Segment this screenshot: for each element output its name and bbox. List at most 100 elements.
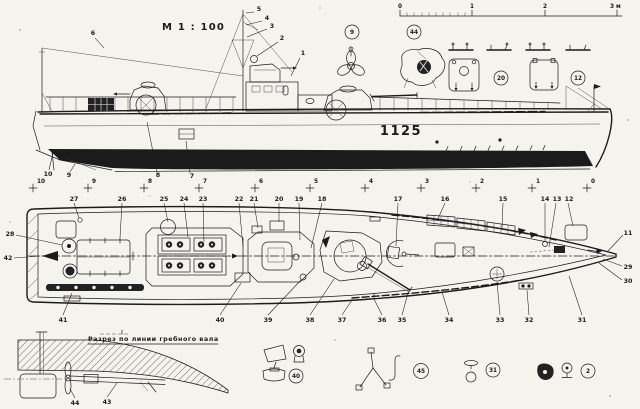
callout-label: 11: [624, 230, 633, 237]
scale-tick-label: 0: [398, 4, 402, 10]
detail-boat-hook: 45: [388, 355, 429, 381]
callout-label: 40: [216, 317, 225, 324]
deck-edge-dark-bottom: [351, 279, 523, 299]
callout-label: 9: [67, 172, 71, 179]
anchor-chain: [529, 249, 555, 253]
grating-panels: [426, 214, 538, 238]
callout-label: 12: [565, 196, 574, 203]
callout-label: 7: [190, 173, 194, 180]
engine-vent-circle: [160, 219, 176, 235]
bulwark-inner-line: [37, 211, 607, 300]
deck-outline: [26, 205, 617, 306]
section-view: Разрез по линии гребного вала: [4, 329, 229, 407]
callout-label: 8: [156, 172, 160, 179]
bow-flag: [594, 84, 601, 89]
detail-ref-shaft-bracket: 44: [410, 30, 418, 36]
deck-shadow-line: [43, 123, 601, 127]
detail-searchlight-group: 2: [537, 362, 596, 380]
callout-label: 43: [103, 399, 112, 406]
aft-deckhouse-block: [297, 94, 333, 112]
bow-awning-frame: [565, 85, 609, 110]
callout-label: 14: [541, 196, 550, 203]
fender-strip: [46, 284, 144, 291]
stern-hatching: [27, 213, 40, 301]
callout-label: 44: [71, 400, 80, 407]
deck-dash-strip-fwd: [419, 110, 546, 114]
callout-label: 34: [445, 317, 454, 324]
scan-speckles: [9, 7, 629, 397]
station-label: 6: [259, 179, 263, 185]
plan-view: [26, 205, 617, 306]
callout-label: 15: [499, 196, 508, 203]
detail-ref-mushroom-vent: 31: [489, 368, 497, 374]
callout-label: 18: [318, 196, 327, 203]
station-label: 4: [369, 179, 373, 185]
detail-ref-hatch-round: 20: [497, 76, 505, 82]
station-label: 5: [314, 179, 318, 185]
searchlight: [250, 55, 258, 63]
callout-label: 23: [199, 196, 208, 203]
life-ring-fwd: [325, 99, 347, 121]
callout-label: 42: [4, 255, 13, 262]
detail-mushroom-vent: 31: [464, 360, 501, 383]
rudder-section: [19, 331, 57, 399]
main-turret-profile: [323, 85, 418, 121]
callout-label: 38: [306, 317, 315, 324]
station-label: 1: [536, 179, 540, 185]
engine-casing: [132, 219, 244, 287]
cleat-side-detail: [100, 329, 128, 335]
station-label: 0: [591, 179, 595, 185]
detail-vent-stand: [293, 345, 305, 363]
callout-label: 16: [441, 196, 450, 203]
life-ring-aft: [135, 94, 157, 116]
station-label: 8: [148, 179, 152, 185]
callout-label: 2: [280, 35, 284, 42]
main-mast: [204, 9, 293, 112]
bow-jackstaff: [587, 84, 601, 112]
callout-label: 30: [624, 278, 633, 285]
station-label: 3: [425, 179, 429, 185]
callout-label: 3: [270, 23, 274, 30]
scale-ruler: 0 1 2 3 м: [398, 4, 623, 17]
callout-label: 13: [553, 196, 562, 203]
section-title: Разрез по линии гребного вала: [88, 335, 219, 343]
lamp-detail: [561, 362, 573, 378]
portholes: [435, 138, 546, 152]
mast-spreader: [231, 39, 255, 69]
station-label: 2: [480, 179, 484, 185]
sheer-and-stem: [37, 108, 613, 168]
detail-ref-searchlight: 2: [586, 369, 590, 375]
callout-label: 25: [160, 196, 169, 203]
deck-dash-strip-aft: [149, 112, 233, 115]
detail-propeller: 9: [337, 24, 365, 76]
keel-line: [114, 168, 591, 172]
scale-label: М 1 : 100: [162, 22, 225, 33]
callout-label: 17: [394, 196, 403, 203]
callout-label: 27: [70, 196, 79, 203]
callout-label: 26: [118, 196, 127, 203]
callout-label: 36: [378, 317, 387, 324]
small-deck-box-a: [251, 225, 263, 234]
station-label: 10: [37, 179, 45, 185]
small-deck-box-b: [269, 220, 285, 231]
shaft-hint: [65, 157, 97, 171]
callout-label: 5: [257, 6, 261, 13]
transom: [32, 110, 41, 151]
aft-rail-stanchions: [49, 97, 234, 112]
detail-shaft-bracket: 44: [400, 24, 446, 89]
fwd-rail-stanchions: [379, 97, 549, 111]
rudder-line: [51, 151, 55, 171]
windlass: [554, 246, 565, 253]
detail-hatch-square: 12: [529, 58, 586, 91]
stern-vent-ring: [61, 238, 77, 254]
main-turret-plan: [319, 230, 413, 294]
callout-label: 6: [91, 30, 96, 37]
callout-label: 29: [624, 264, 633, 271]
gas-bottle: [282, 85, 289, 96]
detail-ref-propeller: 9: [350, 30, 354, 36]
fore-deck-fittings: [369, 214, 603, 300]
wheelhouse: [245, 63, 333, 112]
station-label: 9: [92, 179, 96, 185]
detail-tripod: [355, 347, 391, 391]
small-deck-box-c: [234, 272, 251, 283]
